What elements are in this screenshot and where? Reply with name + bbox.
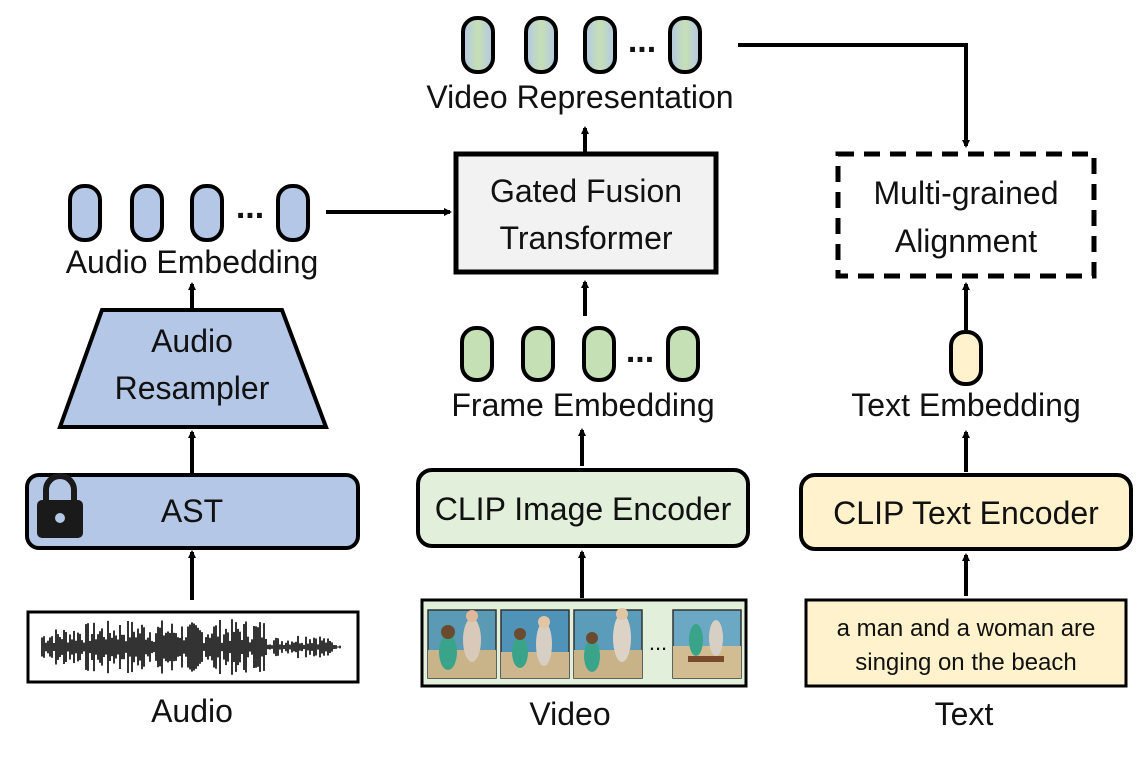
- clip-text-encoder-label: CLIP Text Encoder: [833, 495, 1099, 531]
- text-caption-line1: a man and a woman are: [837, 615, 1096, 642]
- video-representation-tokens: [461, 16, 702, 74]
- multi-grained-label-line1: Multi-grained: [874, 175, 1059, 211]
- frame-token: [460, 326, 494, 382]
- video-frame-ellipsis: ...: [649, 630, 667, 655]
- video-frame-3: [573, 608, 643, 679]
- video-token-ellipsis: ...: [628, 22, 656, 60]
- audio-token: [68, 184, 102, 242]
- multi-grained-label-line2: Alignment: [895, 223, 1037, 259]
- frame-token: [666, 326, 700, 382]
- clip-text-encoder-box: [799, 473, 1133, 551]
- audio-embedding-label: Audio Embedding: [66, 244, 319, 280]
- audio-embedding-tokens: [68, 184, 310, 242]
- audio-resampler-label-line2: Resampler: [115, 370, 270, 406]
- frame-embedding-label: Frame Embedding: [451, 387, 714, 423]
- audio-waveform: [41, 619, 341, 675]
- video-frame-1: [427, 609, 497, 679]
- video-token: [668, 16, 702, 74]
- video-frame-thumbnails: ...: [427, 608, 742, 679]
- clip-image-encoder-box: [416, 468, 750, 548]
- audio-waveform-box: [26, 610, 360, 684]
- text-label: Text: [935, 696, 994, 732]
- arrow-video-representation-to-alignment: [738, 43, 970, 148]
- clip-image-encoder-label: CLIP Image Encoder: [435, 491, 732, 527]
- video-label: Video: [529, 696, 610, 732]
- audio-token: [130, 184, 164, 242]
- text-caption-line2: singing on the beach: [855, 649, 1077, 676]
- video-token: [461, 16, 495, 74]
- audio-label: Audio: [151, 693, 233, 729]
- audio-resampler-trapezoid: [57, 308, 329, 429]
- gated-fusion-label-line1: Gated Fusion: [490, 173, 682, 209]
- video-representation-label: Video Representation: [426, 79, 733, 115]
- gated-fusion-transformer-box: [453, 151, 719, 275]
- lock-icon: [37, 473, 83, 538]
- video-frame-2: [500, 609, 570, 679]
- gated-fusion-label-line2: Transformer: [499, 220, 672, 256]
- audio-resampler-label-line1: Audio: [151, 323, 233, 359]
- frame-token-ellipsis: ...: [626, 332, 654, 370]
- audio-token: [190, 184, 224, 242]
- video-frame-4: [672, 609, 742, 679]
- text-token: [949, 330, 983, 386]
- text-caption-box: [804, 598, 1128, 688]
- audio-token: [276, 184, 310, 242]
- ast-box: [25, 473, 360, 550]
- audio-token-ellipsis: ...: [236, 188, 264, 226]
- frame-embedding-tokens: [460, 326, 700, 382]
- video-token: [583, 16, 617, 74]
- frame-token: [521, 326, 555, 382]
- frame-token: [582, 326, 616, 382]
- text-embedding-label: Text Embedding: [851, 387, 1080, 423]
- multi-grained-alignment-box: [835, 151, 1097, 279]
- video-token: [524, 16, 558, 74]
- ast-label: AST: [161, 493, 223, 529]
